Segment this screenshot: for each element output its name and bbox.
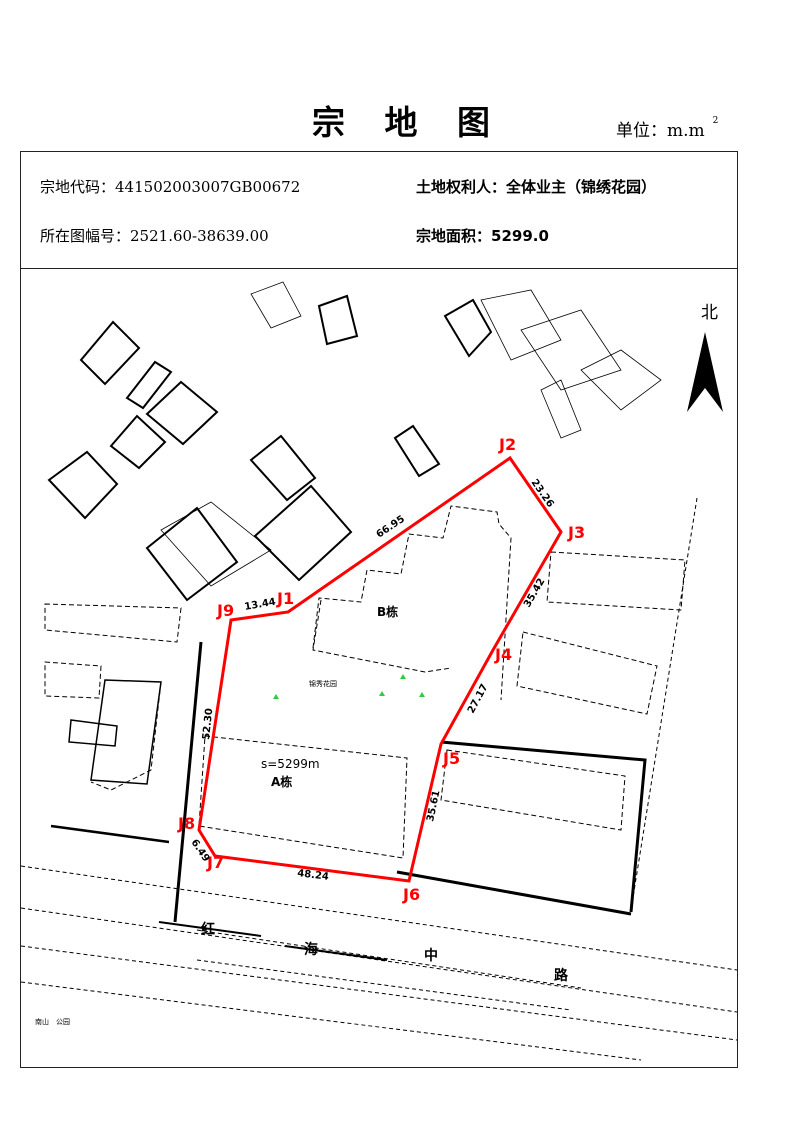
road-lines	[21, 865, 737, 1061]
point-j5: J5	[442, 749, 460, 768]
land-owner: 土地权利人：全体业主（锦绣花园）	[416, 176, 656, 197]
map-sheet-label: 所在图幅号：	[40, 227, 131, 245]
edge-lengths: 13.44 66.95 23.26 35.42 27.17 35.61 48.2…	[189, 477, 556, 882]
parcel-boundary	[197, 455, 563, 883]
inner-buildings	[198, 505, 512, 859]
area-label: 宗地面积：	[416, 227, 492, 245]
owner-value: 全体业主（锦绣花园）	[506, 178, 657, 196]
boundary-points: J1 J2 J3 J4 J5 J6 J7 J8 J9	[177, 435, 585, 904]
parcel-area: 宗地面积：5299.0	[416, 225, 549, 246]
unit-text: 单位：m.m	[616, 121, 705, 141]
edge-j7-j8: 6.49	[189, 838, 212, 865]
map-sheet: 所在图幅号：2521.60-38639.00	[40, 225, 269, 246]
area-annotation: s=5299m	[261, 757, 320, 771]
cadastral-map: 北	[21, 270, 737, 1067]
page-title: 宗 地 图	[312, 103, 504, 142]
map-frame	[20, 151, 738, 1068]
left-curved-path	[90, 681, 162, 791]
owner-label: 土地权利人：	[416, 178, 507, 196]
point-j4: J4	[494, 645, 512, 664]
neighbor-buildings	[47, 294, 493, 602]
point-j1: J1	[276, 589, 294, 608]
area-value: 5299.0	[491, 227, 549, 245]
north-arrow-icon: 北	[687, 303, 723, 412]
point-j6: J6	[402, 885, 420, 904]
left-buildings	[44, 603, 182, 699]
edge-j1-j2: 66.95	[375, 514, 407, 541]
building-b-label: B栋	[377, 604, 398, 619]
road-name: 红 海 中 路	[201, 921, 569, 984]
right-compound-wall	[440, 740, 647, 913]
edge-j9-j1: 13.44	[244, 597, 277, 613]
road-curb	[396, 870, 632, 916]
parcel-code-value: 441502003007GB00672	[115, 178, 301, 196]
parcel-code: 宗地代码：441502003007GB00672	[40, 176, 300, 197]
neighbor-outlines	[160, 281, 662, 587]
left-fence	[50, 824, 170, 844]
map-sheet-value: 2521.60-38639.00	[130, 227, 269, 245]
left-structures	[68, 679, 162, 785]
road-edge	[158, 921, 262, 937]
right-boundary-line	[630, 497, 698, 911]
building-a-label: A栋	[271, 774, 292, 789]
edge-j8-j9: 52.30	[201, 708, 215, 741]
info-divider	[20, 268, 738, 269]
edge-j6-j7: 48.24	[297, 868, 330, 883]
road-char-4: 路	[554, 967, 569, 984]
point-j7: J7	[206, 853, 224, 872]
road-char-1: 红	[201, 921, 215, 938]
road-divider	[284, 945, 388, 961]
parcel-code-label: 宗地代码：	[40, 178, 116, 196]
point-j3: J3	[567, 523, 585, 542]
corner-annotation: 南山 公园	[35, 1017, 70, 1026]
road-char-2: 海	[304, 941, 318, 958]
north-label: 北	[701, 303, 718, 323]
edge-j4-j5: 27.17	[466, 682, 491, 715]
point-j9: J9	[216, 601, 234, 620]
point-j8: J8	[177, 814, 195, 833]
unit-label: 单位：m.m 2	[616, 116, 718, 141]
point-j2: J2	[498, 435, 516, 454]
road-char-3: 中	[424, 947, 438, 964]
left-wall	[173, 641, 203, 923]
right-buildings	[440, 551, 686, 831]
unit-superscript: 2	[712, 116, 719, 127]
garden-label: 锦秀花园	[309, 679, 337, 688]
tree-markers	[273, 674, 425, 699]
